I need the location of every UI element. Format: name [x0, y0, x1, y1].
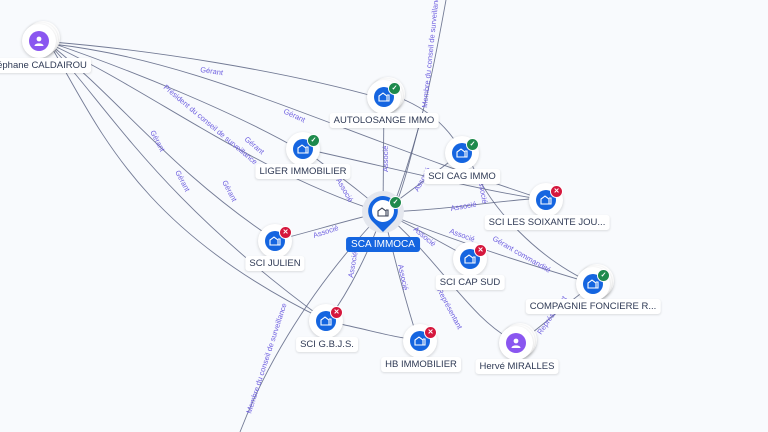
edge-label-membre: Membre du conseil de surveillance [244, 302, 288, 415]
edge-label-associe: Associé [312, 223, 340, 240]
edge-label-gerant: Gérant [220, 179, 239, 204]
person-icon [506, 333, 526, 353]
edge-label-gerant: Gérant [173, 169, 192, 194]
status-closed-icon: ✕ [550, 185, 563, 198]
edge-caldairou-julien-2 [51, 46, 326, 321]
edge-membre-top [391, 0, 447, 211]
node-label-liger[interactable]: LIGER IMMOBILIER [255, 164, 351, 179]
edge-label-president: Président du conseil de surveillance [162, 83, 259, 167]
status-active-icon: ✓ [597, 269, 610, 282]
node-label-gbjs[interactable]: SCI G.B.J.S. [296, 337, 358, 352]
status-closed-icon: ✕ [424, 326, 437, 339]
edge-label-associe: Associé [381, 146, 390, 172]
edge-center-fonciere [382, 211, 595, 285]
edge-label-gerant: Gérant [200, 65, 225, 77]
edge-label-gerant: Gérant [148, 129, 167, 154]
edge-caldairou-autolosange [51, 41, 381, 99]
status-active-icon: ✓ [466, 138, 479, 151]
node-label-julien[interactable]: SCI JULIEN [245, 256, 305, 271]
edge-label-associe: Associé [450, 200, 477, 213]
node-label-miralles[interactable]: Hervé MIRALLES [475, 359, 559, 374]
node-label-hb[interactable]: HB IMMOBILIER [381, 357, 461, 372]
edge-caldairou-liger [51, 42, 301, 151]
edge-label-associe: Associé [396, 264, 410, 292]
edge-label-associe: Associé [346, 251, 359, 278]
status-closed-icon: ✕ [330, 306, 343, 319]
status-closed-icon: ✕ [474, 244, 487, 257]
node-label-fonciere[interactable]: COMPAGNIE FONCIERE R... [525, 299, 661, 314]
person-icon [29, 31, 49, 51]
center-node-label[interactable]: SCA IMMOCA [346, 237, 420, 252]
node-label-cag[interactable]: SCI CAG IMMO [424, 169, 500, 184]
node-label-soixante[interactable]: SCI LES SOIXANTE JOU... [484, 215, 610, 230]
edge-label-representant: Représentant [435, 287, 465, 332]
center-node[interactable]: ✓ [361, 190, 405, 243]
node-label-caldairou[interactable]: éphane CALDAIROU [0, 58, 91, 73]
edge-caldairou-gbjs [51, 47, 326, 321]
edge-label-gerant-commandite: Gérant commandité [491, 234, 553, 275]
node-label-capsud[interactable]: SCI CAP SUD [435, 275, 505, 290]
status-active-icon: ✓ [388, 82, 401, 95]
status-active-icon: ✓ [389, 196, 402, 209]
status-closed-icon: ✕ [279, 226, 292, 239]
edge-label-membre: Membre du conseil de surveillance [420, 0, 441, 108]
edge-caldairou-center-president [51, 44, 381, 213]
node-label-autolosange[interactable]: AUTOLOSANGE IMMO [329, 113, 439, 128]
status-active-icon: ✓ [307, 134, 320, 147]
